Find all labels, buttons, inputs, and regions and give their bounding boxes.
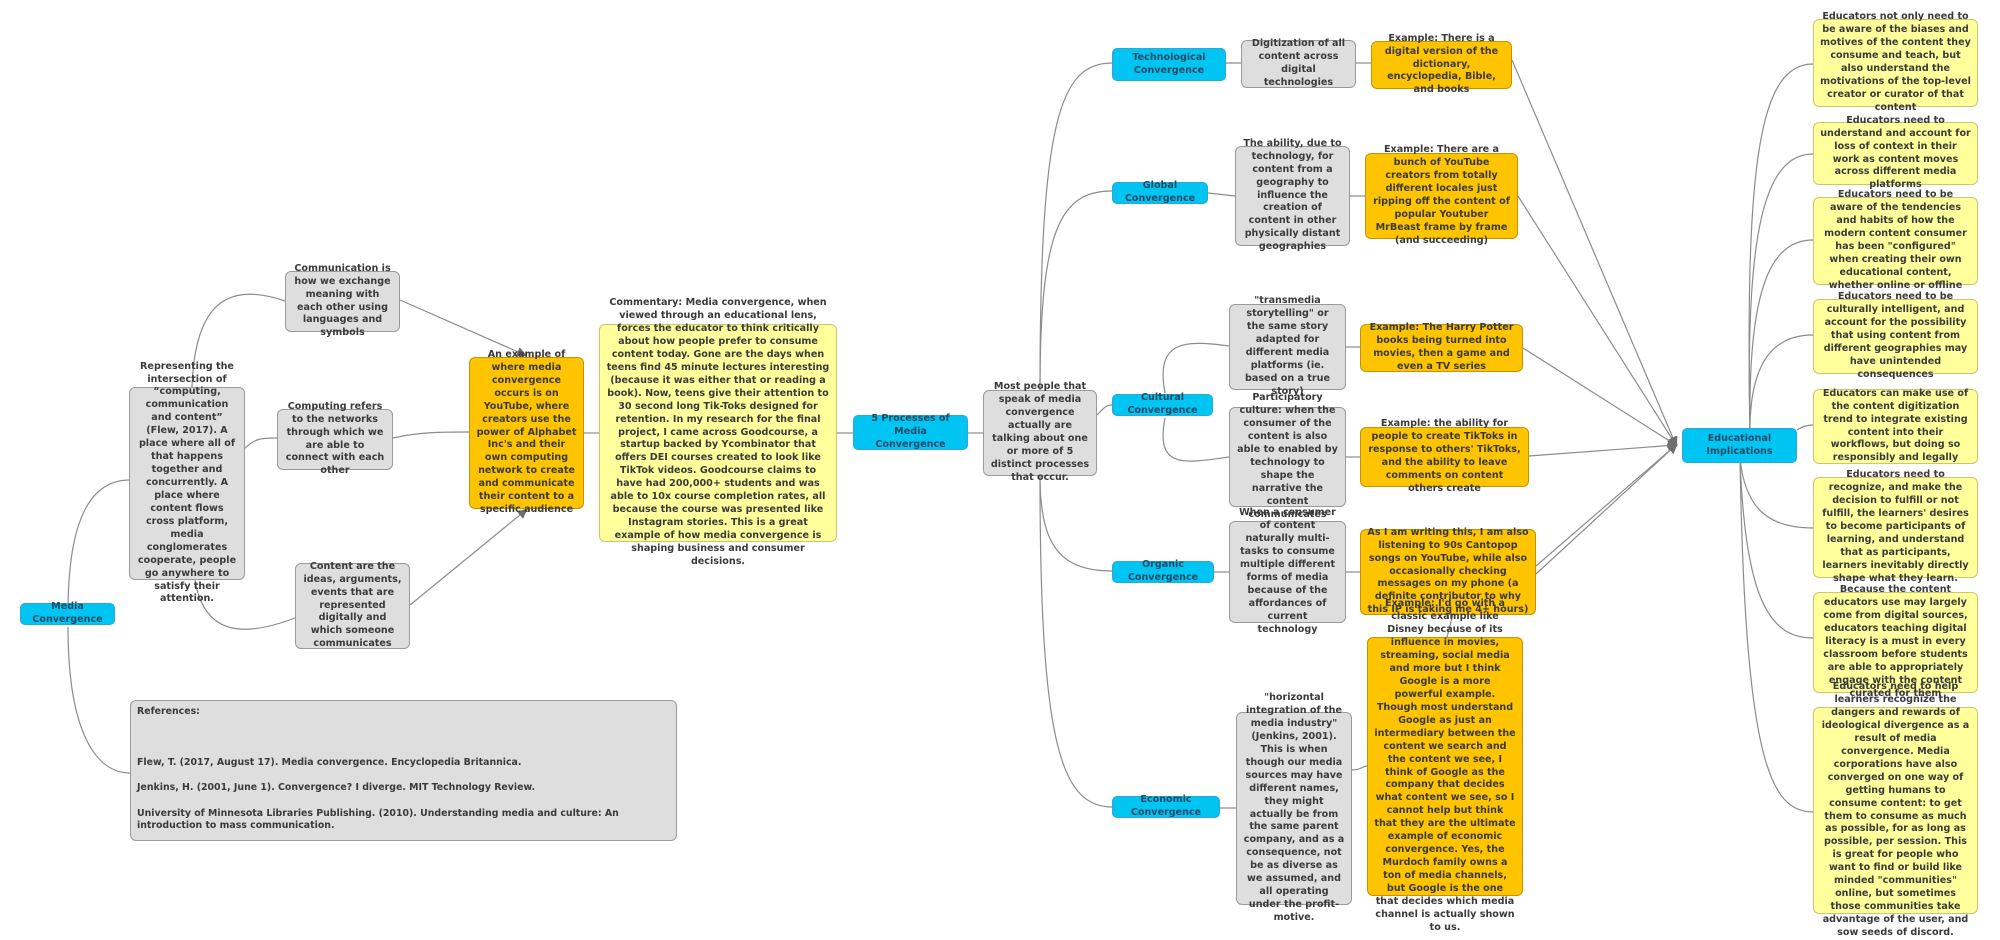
link-def-communication: [191, 293, 286, 388]
link-globalex-edu: [1517, 195, 1678, 447]
technological-convergence-node[interactable]: Technological Convergence: [1112, 48, 1226, 81]
link-edu-impl8: [1739, 457, 1814, 813]
link-computing-example: [392, 431, 470, 439]
link-edu-impl2: [1748, 153, 1814, 431]
link-def-computing: [243, 437, 278, 450]
definition-node[interactable]: Representing the intersection of “comput…: [129, 361, 245, 604]
link-edu-impl3: [1749, 239, 1814, 431]
link-mp-organic: [1039, 475, 1113, 572]
link-mp-cultural: [1096, 404, 1113, 416]
economic-description-node[interactable]: "horizontal integration of the media ind…: [1236, 692, 1352, 923]
tech-description-node[interactable]: Digitization of all content across digit…: [1241, 38, 1356, 88]
cultural-description-1-node[interactable]: "transmedia storytelling" or the same st…: [1229, 295, 1346, 397]
link-communication-example: [399, 299, 527, 357]
organic-example-node[interactable]: As I am writing this, I am also listenin…: [1360, 527, 1536, 615]
link-mp-tech: [1039, 62, 1113, 391]
link-organicex2-edu: [1535, 443, 1678, 575]
link-root-definition: [67, 479, 131, 614]
commentary-node[interactable]: Commentary: Media convergence, when view…: [599, 297, 837, 567]
organic-description-node[interactable]: When a consumer of content naturally mul…: [1229, 507, 1346, 635]
implication-4-node[interactable]: Educators need to be culturally intellig…: [1813, 291, 1978, 380]
link-organicex-edu: [1535, 443, 1678, 567]
economic-convergence-node[interactable]: Economic Convergence: [1112, 794, 1220, 818]
implication-7-node[interactable]: Because the content educators use may la…: [1813, 584, 1978, 699]
global-example-node[interactable]: Example: There are a bunch of YouTube cr…: [1365, 144, 1518, 246]
implication-6-node[interactable]: Educators need to recognize, and make th…: [1813, 469, 1978, 584]
economic-example-node[interactable]: Example: I'd go with a classic example l…: [1367, 598, 1523, 933]
implication-1-node[interactable]: Educators not only need to be aware of t…: [1813, 11, 1978, 113]
link-root-references: [67, 626, 131, 774]
link-cultural-desc2: [1162, 417, 1230, 462]
cultural-example-2-node[interactable]: Example: the ability for people to creat…: [1360, 418, 1529, 494]
link-content-example: [409, 508, 528, 606]
implication-8-node[interactable]: Educators need to help learners recogniz…: [1813, 681, 1978, 938]
link-economic-ex: [1351, 765, 1368, 771]
cultural-convergence-node[interactable]: Cultural Convergence: [1112, 392, 1213, 416]
link-culturalex1-edu: [1522, 347, 1678, 447]
link-mp-global: [1039, 190, 1113, 391]
cultural-description-2-node[interactable]: Participatory culture: when the consumer…: [1229, 392, 1346, 520]
link-cultural-desc1: [1162, 342, 1230, 394]
cultural-example-1-node[interactable]: Example: The Harry Potter books being tu…: [1360, 322, 1523, 372]
organic-convergence-node[interactable]: Organic Convergence: [1112, 559, 1214, 583]
link-organic-economic-ex: [1446, 613, 1454, 638]
link-edu-impl4: [1749, 334, 1814, 431]
computing-node[interactable]: Computing refers to the networks through…: [277, 401, 393, 476]
global-convergence-node[interactable]: Global Convergence: [1112, 180, 1208, 204]
global-description-node[interactable]: The ability, due to technology, for cont…: [1235, 138, 1350, 252]
youtube-example-node[interactable]: An example of where media convergence oc…: [469, 349, 584, 515]
link-techex-edu: [1511, 59, 1678, 447]
implication-3-node[interactable]: Educators need to be aware of the tenden…: [1813, 189, 1978, 291]
media-convergence-node[interactable]: Media Convergence: [20, 601, 115, 625]
content-node[interactable]: Content are the ideas, arguments, events…: [295, 561, 410, 649]
link-global-desc: [1207, 192, 1236, 197]
link-edu-impl5: [1796, 424, 1814, 431]
link-edu-impl7: [1739, 457, 1814, 639]
implication-5-node[interactable]: Educators can make use of the content di…: [1813, 388, 1978, 464]
references-node[interactable]: References: Flew, T. (2017, August 17). …: [130, 700, 677, 841]
link-edu-impl6: [1739, 457, 1814, 529]
most-people-node[interactable]: Most people that speak of media converge…: [983, 381, 1097, 483]
link-mp-economic: [1039, 475, 1113, 808]
link-edu-impl1: [1748, 63, 1814, 431]
tech-example-node[interactable]: Example: There is a digital version of t…: [1371, 33, 1512, 95]
link-culturalex2-edu: [1528, 440, 1678, 457]
educational-implications-node[interactable]: Educational Implications: [1682, 428, 1797, 463]
implication-2-node[interactable]: Educators need to understand and account…: [1813, 115, 1978, 190]
five-processes-node[interactable]: 5 Processes of Media Convergence: [853, 413, 968, 450]
link-def-content: [194, 579, 296, 630]
communication-node[interactable]: Communication is how we exchange meaning…: [285, 263, 400, 338]
